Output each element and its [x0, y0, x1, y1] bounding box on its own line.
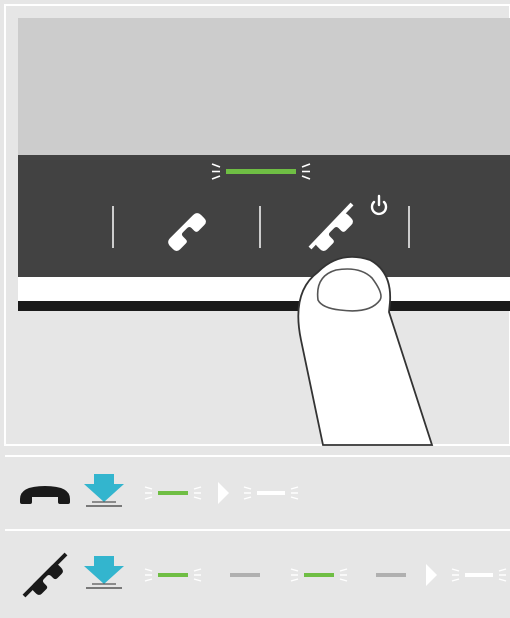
led-green-flash: [145, 487, 201, 499]
arrow-right-icon: [426, 564, 437, 586]
hang-up-icon: [20, 486, 70, 504]
legend-row-reject: [0, 540, 510, 610]
arrow-right-icon: [218, 482, 229, 504]
call-reject-icon: [24, 554, 66, 597]
led-white-flash: [244, 487, 298, 499]
led-green-flash: [145, 569, 201, 581]
divider: [5, 529, 510, 531]
divider: [5, 455, 510, 457]
device-illustration: [0, 0, 510, 450]
device-top: [18, 18, 510, 155]
press-arrow-icon: [84, 474, 124, 506]
led-white-flash: [452, 569, 506, 581]
press-arrow-icon: [84, 556, 124, 588]
legend-row-hangup: [0, 462, 510, 527]
led-grey-dim: [230, 573, 260, 577]
led-grey-dim: [376, 573, 406, 577]
led-green-flash: [291, 569, 347, 581]
